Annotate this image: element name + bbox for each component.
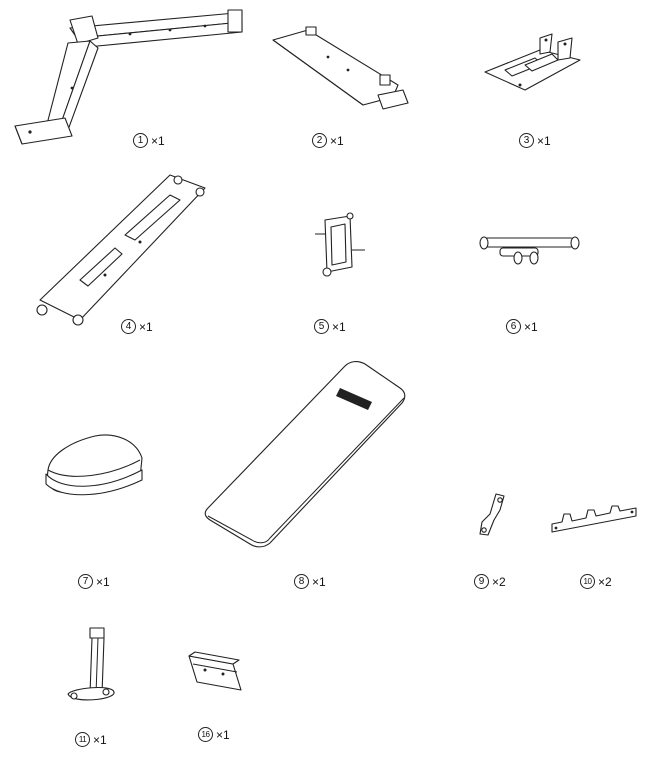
part-8-drawing [200,358,410,553]
part-3-quantity: ×1 [537,133,551,148]
part-2-quantity: ×1 [330,133,344,148]
part-10-drawing [548,500,640,535]
part-3-label: 3 ×1 [519,133,551,148]
part-4-drawing [30,170,215,330]
long-plate-illustration [30,170,215,330]
part-8-quantity: ×1 [312,574,326,589]
small-frame-illustration [310,212,370,287]
part-1-drawing [10,8,250,148]
part-8-number: 8 [294,574,309,589]
bracket-plate-illustration [185,650,245,695]
part-1-quantity: ×1 [151,133,165,148]
part-9-number: 9 [474,574,489,589]
part-4-number: 4 [121,319,136,334]
part-4-quantity: ×1 [139,319,153,334]
part-9-quantity: ×2 [492,574,506,589]
part-11-label: 11 ×1 [75,732,107,747]
part-11-drawing [62,624,117,709]
roller-bar-illustration [478,228,590,273]
part-7-number: 7 [78,574,93,589]
part-7-quantity: ×1 [96,574,110,589]
part-11-number: 11 [75,732,90,747]
frame-illustration [10,8,250,148]
part-16-drawing [185,650,245,695]
part-5-drawing [310,212,370,287]
part-6-quantity: ×1 [524,319,538,334]
mount-plate-illustration [480,30,585,100]
part-5-quantity: ×1 [332,319,346,334]
cross-bar-illustration [268,25,413,115]
upright-post-illustration [62,624,117,709]
part-7-drawing [40,430,150,502]
part-3-number: 3 [519,133,534,148]
part-5-label: 5 ×1 [314,319,346,334]
part-2-number: 2 [312,133,327,148]
part-4-label: 4 ×1 [121,319,153,334]
part-9-label: 9 ×2 [474,574,506,589]
part-1-label: 1 ×1 [133,133,165,148]
part-10-label: 10 ×2 [580,574,612,589]
part-2-drawing [268,25,413,115]
part-6-number: 6 [506,319,521,334]
seat-pad-illustration [40,430,150,502]
part-11-quantity: ×1 [93,732,107,747]
part-7-label: 7 ×1 [78,574,110,589]
part-10-number: 10 [580,574,595,589]
bench-pad-illustration [200,358,410,553]
part-2-label: 2 ×1 [312,133,344,148]
part-6-label: 6 ×1 [506,319,538,334]
part-1-number: 1 [133,133,148,148]
part-3-drawing [480,30,585,100]
part-16-label: 16 ×1 [198,727,230,742]
part-5-number: 5 [314,319,329,334]
part-6-drawing [478,228,590,273]
part-16-quantity: ×1 [216,727,230,742]
part-16-number: 16 [198,727,213,742]
part-8-label: 8 ×1 [294,574,326,589]
part-9-drawing [472,490,512,540]
hook-bar-illustration [548,500,640,535]
part-10-quantity: ×2 [598,574,612,589]
bracket-illustration [472,490,512,540]
